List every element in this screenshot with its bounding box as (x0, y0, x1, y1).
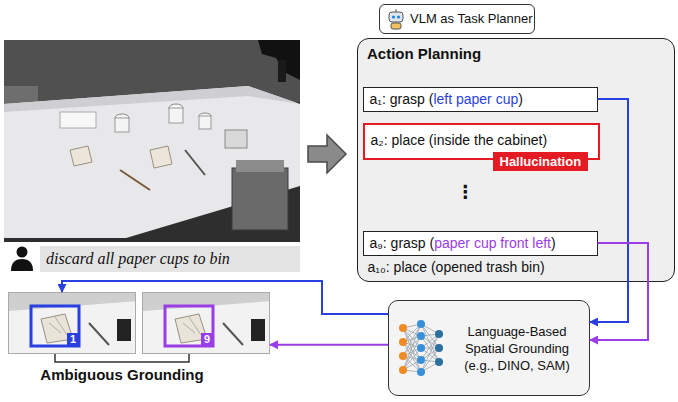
panel-title: Action Planning (367, 45, 481, 62)
grounding-box: Language-Based Spatial Grounding (e.g., … (388, 300, 590, 396)
robot-icon (386, 8, 406, 30)
callout-number: 9 (201, 333, 213, 346)
action-text: a₉: grasp (paper cup front left) (370, 235, 591, 252)
network-icon (395, 318, 447, 378)
grounding-thumbnail: 1 (8, 292, 136, 354)
instruction-text: discard all paper cups to bin (46, 249, 230, 269)
connector-arrow (270, 344, 388, 346)
action-target: left paper cup (433, 91, 518, 107)
grounding-label: Language-Based Spatial Grounding (e.g., … (464, 324, 569, 373)
action-verb: ) (518, 91, 523, 107)
action-verb: a₁: grasp ( (370, 91, 434, 107)
action-verb: ) (551, 235, 556, 251)
tag-label: Hallucination (500, 154, 582, 169)
connector-arrow (590, 99, 628, 322)
action-text: a₂: place (inside the cabinet) (371, 132, 548, 148)
grounding-thumbnail: 9 (142, 292, 270, 354)
connector-arrow (62, 281, 388, 314)
connector-arrow (590, 243, 648, 340)
action-text: a₁₀: place (opened trash bin) (368, 259, 545, 276)
hallucinated-action-box: a₂: place (inside the cabinet)Hallucinat… (363, 123, 600, 160)
caption-label: Ambiguous Grounding (40, 366, 203, 384)
action-verb: a₉: grasp ( (370, 235, 435, 251)
planner-label: VLM as Task Planner (410, 11, 533, 26)
action-box: a₁: grasp (left paper cup) (363, 87, 598, 112)
hallucination-tag: Hallucination (493, 152, 589, 171)
planner-box: VLM as Task Planner (379, 4, 535, 34)
grounding-text-wrap: Language-Based Spatial Grounding (e.g., … (451, 323, 583, 374)
callout-number: 1 (67, 333, 79, 346)
planning-panel: Action Planning a₁: grasp (left paper cup… (357, 38, 675, 282)
action-box: a₉: grasp (paper cup front left) (363, 231, 598, 256)
ellipsis: ⋮ (457, 182, 475, 202)
action-text: a₁: grasp (left paper cup) (370, 91, 591, 108)
action-target: paper cup front left (434, 235, 551, 251)
